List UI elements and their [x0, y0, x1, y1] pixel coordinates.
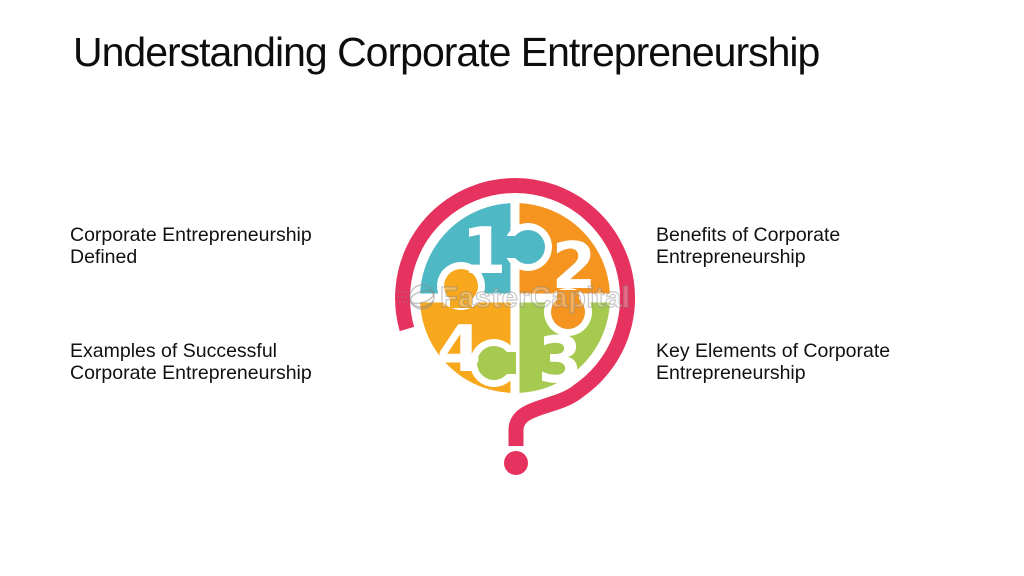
question-mark-dot — [504, 451, 528, 475]
puzzle-number-3: 3 — [538, 324, 583, 398]
label-benefits-of-corporate-entrepreneurship: Benefits of Corporate Entrepreneurship — [656, 224, 841, 268]
question-mark-ring — [395, 178, 636, 446]
puzzle-question-mark-graphic: 1 2 3 4 — [395, 178, 636, 475]
puzzle-number-1: 1 — [462, 215, 507, 289]
puzzle-knob-1 — [500, 223, 552, 271]
puzzle-number-2: 2 — [552, 230, 597, 304]
label-key-elements-of-corporate-entrepreneurship: Key Elements of Corporate Entrepreneursh… — [656, 340, 891, 384]
label-examples-of-successful-corporate-entrepreneurship: Examples of Successful Corporate Entrepr… — [70, 340, 312, 384]
puzzle-number-4: 4 — [437, 313, 482, 387]
puzzle-knob-4 — [437, 262, 485, 310]
puzzle-knob-2 — [544, 288, 592, 336]
slide-title: Understanding Corporate Entrepreneurship — [73, 29, 820, 76]
puzzle-knob-3 — [470, 339, 518, 387]
label-corporate-entrepreneurship-defined: Corporate Entrepreneurship Defined — [70, 224, 312, 268]
